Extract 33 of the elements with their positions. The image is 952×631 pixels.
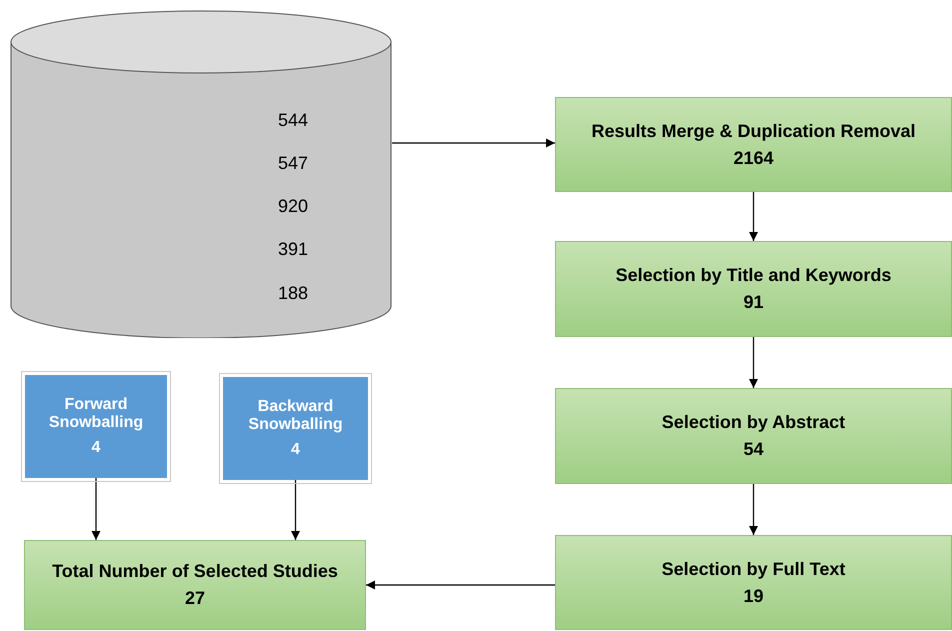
arrow xyxy=(392,138,555,148)
step-title: Selection by Title and Keywords xyxy=(616,265,892,286)
process-box xyxy=(555,97,952,192)
record-count: 920 xyxy=(278,196,308,217)
study-count: 4 xyxy=(291,440,300,460)
process-box xyxy=(555,535,952,630)
arrow xyxy=(92,478,100,540)
record-count: 547 xyxy=(278,153,308,174)
source-box xyxy=(25,375,167,478)
source-box xyxy=(223,377,368,480)
study-count: 19 xyxy=(743,586,764,606)
arrow xyxy=(749,337,758,388)
step-title: Selection by Abstract xyxy=(662,412,846,433)
record-count: 391 xyxy=(278,239,308,260)
study-count: 91 xyxy=(743,292,764,313)
study-count: 54 xyxy=(743,439,764,460)
arrow xyxy=(291,480,300,540)
record-count: 544 xyxy=(278,110,308,131)
arrow xyxy=(749,192,758,241)
study-count: 4 xyxy=(92,438,100,458)
process-box xyxy=(555,241,952,337)
study-count: 27 xyxy=(184,588,206,609)
step-title: Total Number of Selected Studies xyxy=(52,561,338,582)
step-title: Forward Snowballing xyxy=(48,396,144,433)
step-title: Selection by Full Text xyxy=(662,558,846,580)
record-count: 188 xyxy=(278,283,308,304)
process-box xyxy=(555,388,952,484)
step-title: Results Merge & Duplication Removal xyxy=(591,120,916,142)
study-count: 2164 xyxy=(733,148,774,168)
arrow xyxy=(366,580,555,590)
arrow xyxy=(749,484,758,535)
process-box xyxy=(24,540,366,630)
step-title: Backward Snowballing xyxy=(247,398,344,435)
